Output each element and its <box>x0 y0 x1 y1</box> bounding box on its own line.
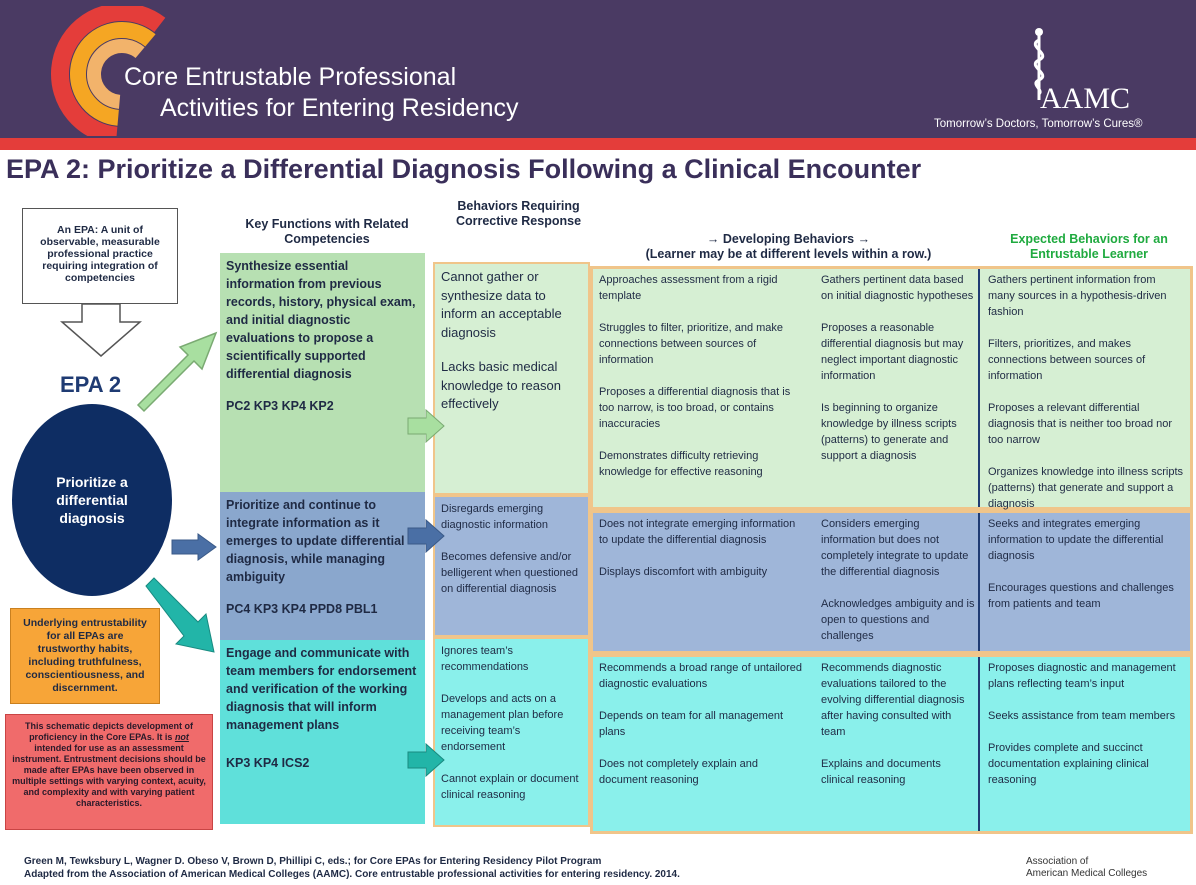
disclaimer-box: This schematic depicts development of pr… <box>5 714 213 830</box>
header-stripe <box>0 138 1196 150</box>
developing-late-row1: Gathers pertinent data based on initial … <box>817 269 979 483</box>
association-line2: American Medical Colleges <box>1026 868 1148 879</box>
corrective-row2: Disregards emerging diagnostic informati… <box>433 495 590 637</box>
behavior-row2: Does not integrate emerging information … <box>590 510 1193 654</box>
behavior-item: Encourages questions and challenges from… <box>988 582 1174 610</box>
header-title: Core Entrustable Professional Activities… <box>124 63 519 122</box>
behavior-item: Proposes a differential diagnosis that i… <box>599 386 791 430</box>
behavior-item: Displays discomfort with ambiguity <box>599 566 768 578</box>
behavior-item: Considers emerging information but does … <box>821 518 969 578</box>
arrow-row1-icon <box>407 408 445 444</box>
behavior-item: Recommends diagnostic evaluations tailor… <box>821 662 965 738</box>
arrow-to-row3-icon <box>145 577 215 653</box>
developing-early-row3: Recommends a broad range of untailored d… <box>595 657 810 807</box>
behavior-item: Explains and documents clinical reasonin… <box>821 758 941 786</box>
behavior-item: Demonstrates difficulty retrieving knowl… <box>599 450 763 478</box>
arrow-to-row2-icon <box>171 533 217 561</box>
key-function-row3: Engage and communicate with team members… <box>220 640 425 824</box>
behavior-item: Acknowledges ambiguity and is open to qu… <box>821 598 975 642</box>
footer-citation: Green M, Tewksbury L, Wagner D. Obeso V,… <box>24 855 680 881</box>
aamc-logo-text: AAMC <box>1040 82 1131 115</box>
key-function-text: Synthesize essential information from pr… <box>226 259 416 381</box>
behavior-row3: Recommends a broad range of untailored d… <box>590 654 1193 834</box>
behavior-item: Recommends a broad range of untailored d… <box>599 662 803 690</box>
behavior-item: Approaches assessment from a rigid templ… <box>599 274 778 302</box>
corrective-item: Develops and acts on a management plan b… <box>441 693 564 753</box>
corrective-row3: Ignores team’s recommendations Develops … <box>433 637 590 827</box>
key-function-row1: Synthesize essential information from pr… <box>220 253 425 493</box>
expected-row1: Gathers pertinent information from many … <box>984 269 1189 531</box>
behavior-item: Provides complete and succinct documenta… <box>988 742 1149 786</box>
corrective-item: Cannot explain or document clinical reas… <box>441 773 579 801</box>
developing-heading-line2: (Learner may be at different levels with… <box>645 247 932 261</box>
expected-heading: Expected Behaviors for an Entrustable Le… <box>1010 232 1168 261</box>
page-title: EPA 2: Prioritize a Differential Diagnos… <box>6 154 922 184</box>
disclaimer-text-1: This schematic depicts development of pr… <box>24 721 194 742</box>
column-divider <box>978 513 980 651</box>
citation-line2: Adapted from the Association of American… <box>24 869 680 880</box>
corrective-heading: Behaviors Requiring Corrective Response <box>455 199 582 228</box>
behavior-item: Depends on team for all management plans <box>599 710 784 738</box>
developing-heading-line1: → Developing Behaviors → <box>706 232 871 246</box>
footer-association: Association of American Medical Colleges <box>1026 856 1147 880</box>
expected-row2: Seeks and integrates emerging informatio… <box>984 513 1189 631</box>
corrective-item: Lacks basic medical knowledge to reason … <box>441 359 561 411</box>
down-arrow-icon <box>60 304 142 357</box>
developing-early-row1: Approaches assessment from a rigid templ… <box>595 269 810 499</box>
behavior-item: Does not completely explain and document… <box>599 758 758 786</box>
aamc-tagline: Tomorrow’s Doctors, Tomorrow’s Cures® <box>934 118 1143 130</box>
behavior-item: Does not integrate emerging information … <box>599 518 796 546</box>
competency-codes: KP3 KP4 ICS2 <box>226 756 310 770</box>
epa-logo-arcs-icon <box>50 6 180 136</box>
epa-circle: Prioritize a differential diagnosis <box>12 404 172 596</box>
behavior-item: Gathers pertinent information from many … <box>988 274 1167 318</box>
key-function-row2: Prioritize and continue to integrate inf… <box>220 492 425 640</box>
corrective-item: Becomes defensive and/or belligerent whe… <box>441 551 578 595</box>
behavior-item: Gathers pertinent data based on initial … <box>821 274 974 302</box>
behavior-item: Seeks and integrates emerging informatio… <box>988 518 1164 562</box>
behavior-item: Organizes knowledge into illness scripts… <box>988 466 1184 510</box>
header-banner: Core Entrustable Professional Activities… <box>0 0 1196 138</box>
arrow-to-row1-icon <box>136 331 218 413</box>
key-function-text: Prioritize and continue to integrate inf… <box>226 498 405 584</box>
behavior-item: Struggles to filter, prioritize, and mak… <box>599 322 784 366</box>
competency-codes: PC2 KP3 KP4 KP2 <box>226 399 334 413</box>
disclaimer-emphasis: not <box>174 732 189 742</box>
entrustability-box: Underlying entrustability for all EPAs a… <box>10 608 160 704</box>
behavior-item: Proposes a reasonable differential diagn… <box>821 322 964 382</box>
competency-codes: PC4 KP3 KP4 PPD8 PBL1 <box>226 602 378 616</box>
behavior-item: Is beginning to organize knowledge by il… <box>821 402 957 462</box>
epa-label: EPA 2 <box>60 372 122 397</box>
corrective-item: Ignores team’s recommendations <box>441 645 529 673</box>
corrective-row1: Cannot gather or synthesize data to info… <box>433 262 590 495</box>
epa-circle-text: Prioritize a differential diagnosis <box>56 474 128 526</box>
disclaimer-text-2: intended for use as an assessment instru… <box>12 743 206 808</box>
epa-definition-box: An EPA: A unit of observable, measurable… <box>22 208 178 304</box>
behavior-item: Proposes a relevant differential diagnos… <box>988 402 1173 446</box>
caduceus-icon <box>1033 28 1045 100</box>
column-divider <box>978 269 980 507</box>
citation-line1: Green M, Tewksbury L, Wagner D. Obeso V,… <box>24 856 602 867</box>
developing-heading: → Developing Behaviors → (Learner may be… <box>596 232 981 262</box>
column-divider <box>978 657 980 831</box>
arrow-row2-icon <box>407 518 445 554</box>
key-functions-heading: Key Functions with Related Competencies <box>245 217 409 246</box>
arrow-row3-icon <box>407 742 445 778</box>
expected-row3: Proposes diagnostic and management plans… <box>984 657 1189 807</box>
developing-late-row2: Considers emerging information but does … <box>817 513 979 663</box>
behavior-item: Filters, prioritizes, and makes connecti… <box>988 338 1146 382</box>
corrective-item: Disregards emerging diagnostic informati… <box>441 503 549 531</box>
behavior-item: Proposes diagnostic and management plans… <box>988 662 1176 690</box>
developing-early-row2: Does not integrate emerging information … <box>595 513 810 599</box>
association-line1: Association of <box>1026 856 1089 867</box>
corrective-item: Cannot gather or synthesize data to info… <box>441 269 562 340</box>
behavior-row1: Approaches assessment from a rigid templ… <box>590 266 1193 510</box>
developing-late-row3: Recommends diagnostic evaluations tailor… <box>817 657 979 807</box>
key-function-text: Engage and communicate with team members… <box>226 646 417 732</box>
behavior-item: Seeks assistance from team members <box>988 710 1176 722</box>
